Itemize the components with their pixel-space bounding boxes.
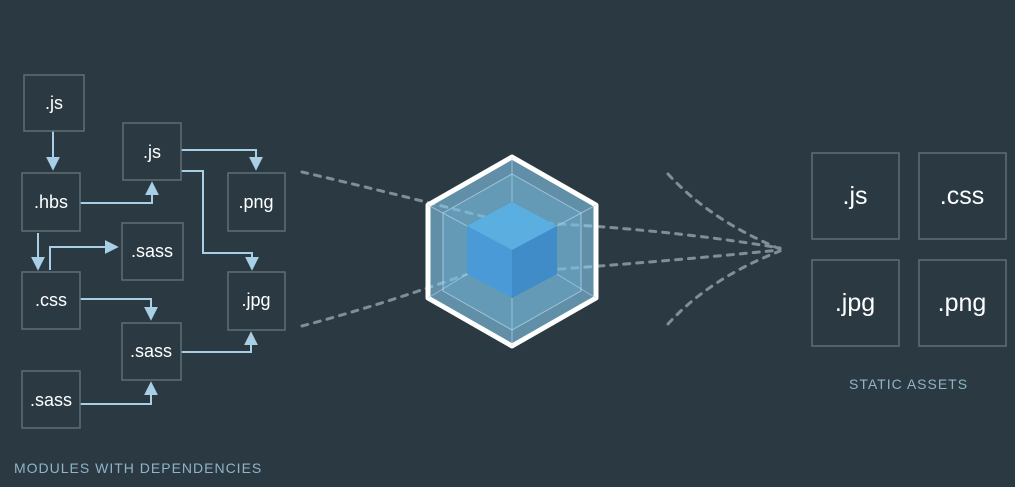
assets-caption: STATIC ASSETS: [849, 376, 968, 392]
module-label: .sass: [131, 241, 173, 261]
dependency-edges: [31, 131, 263, 405]
module-label: .png: [238, 192, 273, 212]
module-css: .css: [21, 271, 81, 330]
asset-js: .js: [811, 152, 900, 240]
asset-label: .css: [940, 182, 984, 210]
asset-label: .jpg: [835, 289, 875, 317]
output-flow-lower: [518, 248, 782, 274]
module-label: .js: [45, 93, 63, 113]
module-hbs: .hbs: [21, 172, 81, 232]
edge-js-to-jpg: [181, 170, 259, 271]
asset-label: .js: [843, 182, 868, 210]
module-label: .sass: [130, 341, 172, 361]
module-png: .png: [227, 172, 286, 232]
webpack-cube-icon: [425, 154, 599, 349]
module-sass-mid: .sass: [121, 322, 182, 381]
module-sass-bot: .sass: [21, 370, 81, 429]
output-flow-upper: [518, 220, 782, 250]
asset-jpg: .jpg: [811, 259, 900, 347]
module-label: .css: [35, 290, 67, 310]
edge-sass-bot-to-sass-mid: [80, 381, 158, 405]
module-nodes: .js .hbs .js .png .sass .css .jpg .sass: [21, 74, 286, 429]
input-flow-upper: [300, 170, 507, 224]
module-js-mid: .js: [122, 122, 182, 181]
edge-hbs-to-js: [80, 181, 159, 204]
module-label: .hbs: [34, 192, 68, 212]
output-flow: [518, 172, 782, 326]
module-js-top: .js: [23, 74, 85, 132]
output-arrowhead-upper: [666, 172, 782, 251]
edge-css-to-sass-mid: [80, 298, 158, 321]
module-label: .js: [143, 142, 161, 162]
modules-caption: MODULES WITH DEPENDENCIES: [14, 460, 262, 476]
output-arrowhead-lower: [666, 249, 782, 326]
module-label: .jpg: [241, 290, 270, 310]
asset-png: .png: [918, 259, 1007, 347]
static-assets: .js .css .jpg .png: [811, 152, 1007, 347]
module-label: .sass: [30, 390, 72, 410]
edge-sass-mid-to-jpg: [181, 331, 258, 353]
asset-label: .png: [938, 289, 987, 317]
asset-css: .css: [918, 152, 1007, 240]
module-jpg: .jpg: [227, 271, 286, 331]
module-sass-top: .sass: [121, 222, 184, 281]
edge-css-to-sass-top: [49, 240, 119, 270]
edge-js-to-png: [181, 149, 263, 171]
